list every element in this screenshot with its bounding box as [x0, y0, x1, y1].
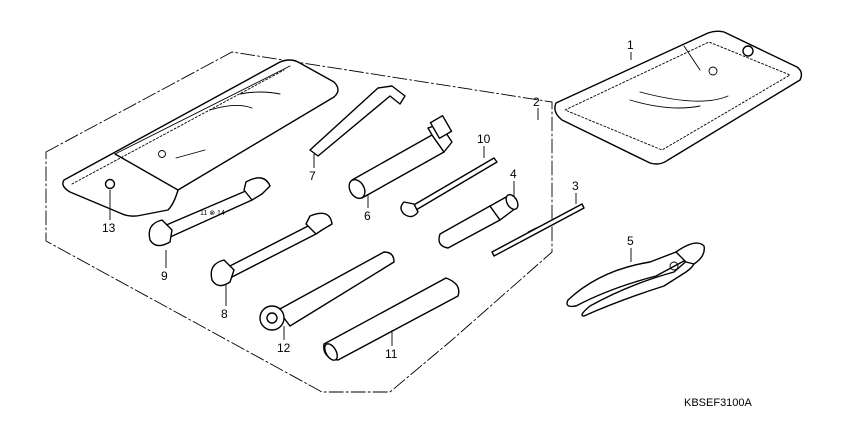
tool-roll-bag: [62, 59, 339, 217]
box-wrench: [348, 115, 453, 200]
callout-12: 12: [277, 341, 291, 355]
callout-11: 11: [385, 347, 398, 361]
callout-10: 10: [477, 132, 491, 146]
diagram-code: KBSEF3100A: [684, 397, 753, 409]
callout-3: 3: [572, 179, 579, 193]
pliers: [566, 242, 705, 317]
callout-7: 7: [309, 169, 316, 183]
handle-pipe: [323, 277, 460, 361]
callout-6: 6: [364, 209, 371, 223]
hex-key: [309, 85, 406, 157]
callout-9: 9: [161, 269, 168, 283]
leader-lines: [109, 52, 632, 346]
callout-13: 13: [102, 221, 116, 235]
open-end-wrench-large: 11 ⊗ 14: [148, 177, 271, 247]
screwdriver-bit: [491, 203, 585, 257]
callout-8: 8: [221, 307, 228, 321]
callout-1: 1: [627, 38, 634, 52]
kit-boundary-outline: [45, 51, 553, 393]
open-end-wrench-small: [210, 212, 333, 287]
document-pouch: [554, 30, 803, 165]
callout-5: 5: [627, 234, 634, 248]
spoke-wrench: [400, 157, 498, 218]
callout-2: 2: [533, 95, 540, 109]
callout-4: 4: [510, 167, 517, 181]
ring-wrench: [259, 251, 395, 331]
screwdriver-handle: [438, 193, 519, 249]
callout-numbers: 1 2 3 4 5 6 7 8 9 10 11 12 13: [102, 38, 634, 361]
svg-text:11 ⊗ 14: 11 ⊗ 14: [200, 210, 225, 217]
